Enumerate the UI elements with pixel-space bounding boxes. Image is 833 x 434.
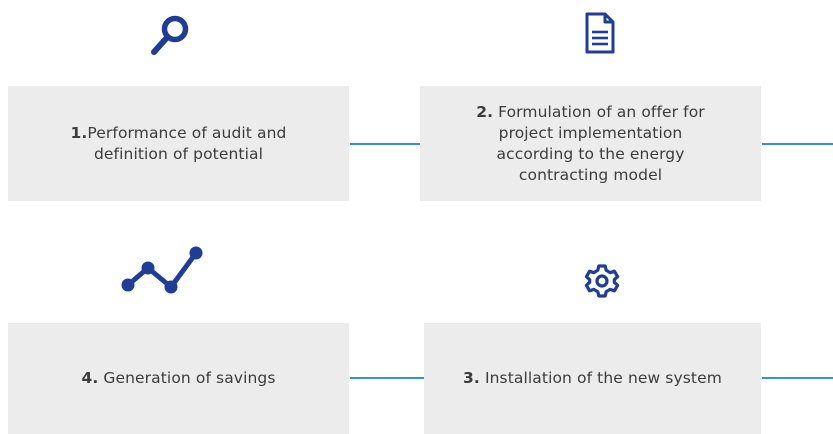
step-number: 2. bbox=[476, 102, 494, 121]
trend-line-icon bbox=[118, 244, 206, 296]
document-icon bbox=[583, 12, 617, 56]
step-2-box: 2. Formulation of an offer for project i… bbox=[420, 86, 761, 201]
step-number: 4. bbox=[81, 369, 99, 387]
step-number: 3. bbox=[463, 369, 480, 387]
connector-line bbox=[350, 377, 424, 379]
gear-icon bbox=[583, 262, 621, 300]
step-text: Generation of savings bbox=[103, 369, 276, 387]
step-text: Installation of the new system bbox=[484, 369, 722, 387]
step-number: 1. bbox=[70, 123, 88, 142]
magnifier-icon bbox=[148, 12, 192, 60]
step-1-box: 1.Performance of audit and definition of… bbox=[8, 86, 349, 201]
step-4-box: 4. Generation of savings bbox=[8, 323, 349, 434]
connector-line bbox=[762, 143, 833, 145]
step-text: Performance of audit and definition of p… bbox=[87, 123, 287, 163]
connector-line bbox=[762, 377, 833, 379]
step-text: Formulation of an offer for project impl… bbox=[496, 102, 705, 184]
connector-line bbox=[350, 143, 420, 145]
step-3-box: 3. Installation of the new system bbox=[424, 323, 761, 434]
